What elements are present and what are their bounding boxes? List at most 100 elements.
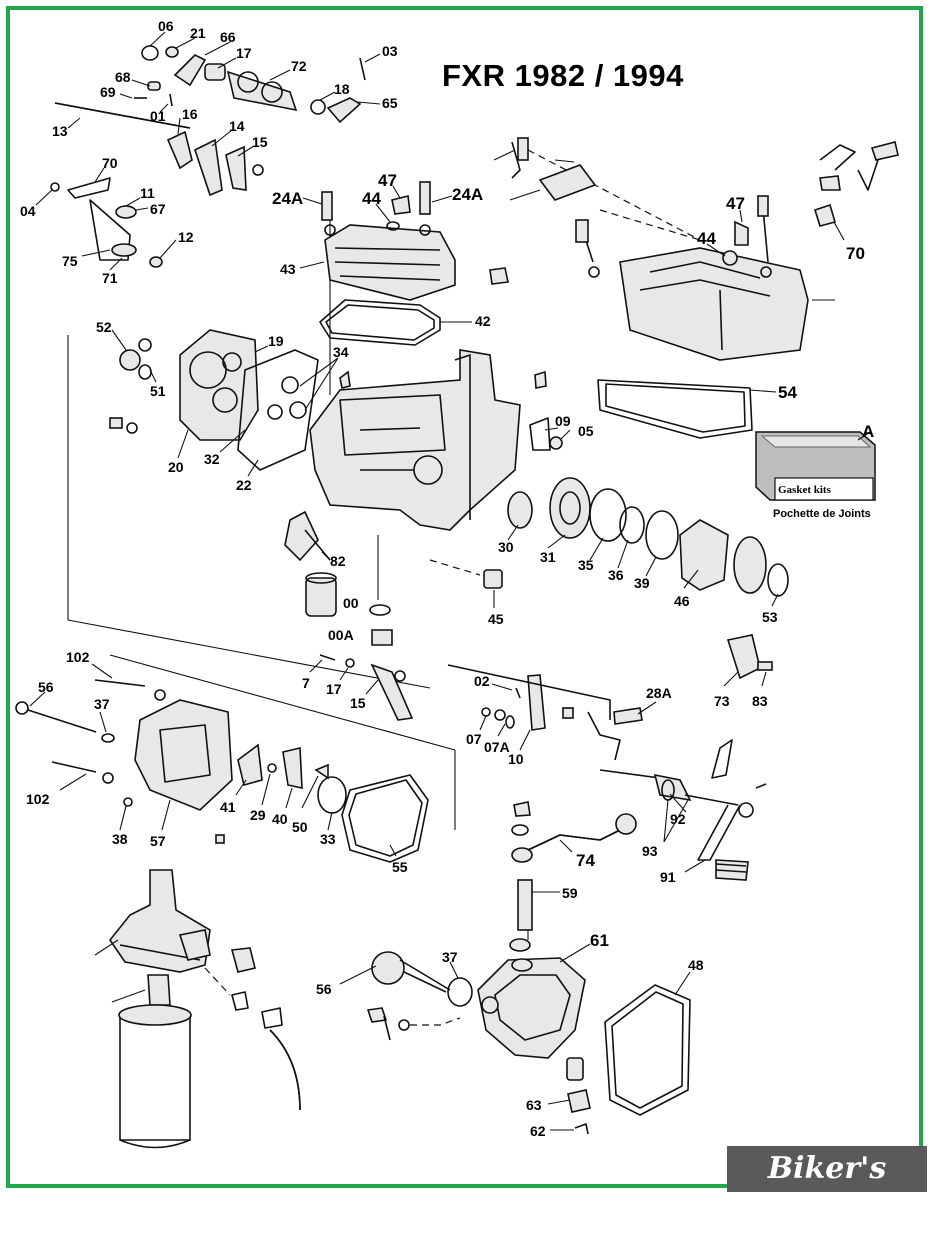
part-label: 66 [220,29,236,45]
part-label: 32 [204,451,220,467]
part-label: 42 [475,313,491,329]
part-label: 70 [102,155,118,171]
part-label: 102 [66,649,90,665]
part-label: 62 [530,1123,546,1139]
part-label: 67 [150,201,166,217]
part-label: 44 [362,189,381,208]
main-case [309,181,547,576]
part-label: 46 [674,593,690,609]
part-label: 21 [190,25,206,41]
part-label: 51 [150,383,166,399]
part-labels: 06 21 66 17 72 03 68 69 18 65 01 16 13 1… [20,18,874,1139]
part-label: 75 [62,253,78,269]
part-label: 24A [272,189,303,208]
part-label: 22 [236,477,252,493]
part-label: 20 [168,459,184,475]
main-drive-gear-stack [483,417,789,597]
part-label: 35 [578,557,594,573]
part-label: 39 [634,575,650,591]
diagram-title: FXR 1982 / 1994 [442,58,684,93]
part-label: 73 [714,693,730,709]
part-label: 47 [726,194,745,213]
part-label: 13 [52,123,68,139]
shifter-linkage [447,634,773,940]
top-cover-late [511,137,899,439]
part-label: 41 [220,799,236,815]
gasket-kit-caption: Pochette de Joints [773,508,871,520]
part-label: 28A [646,685,672,701]
part-label: 70 [846,244,865,263]
part-label: 74 [576,851,595,870]
part-label: 38 [112,831,128,847]
part-label: 44 [697,229,716,248]
leader-lines [29,31,845,1131]
exploded-parts-diagram: 06 21 66 17 72 03 68 69 18 65 01 16 13 1… [15,18,899,1149]
part-label: 05 [578,423,594,439]
part-label: 16 [182,106,198,122]
gasket-kit-box [755,431,876,501]
side-cover [67,329,431,689]
part-label: 33 [320,831,336,847]
part-label: 37 [94,696,110,712]
part-label: 36 [608,567,624,583]
gasket-kit-letter: A [862,422,874,441]
part-label: 54 [778,383,797,402]
part-label: 83 [752,693,768,709]
part-label: 56 [316,981,332,997]
part-label: 17 [326,681,342,697]
part-label: 12 [178,229,194,245]
part-label: 02 [474,673,490,689]
part-label: 19 [268,333,284,349]
part-label: 52 [96,319,112,335]
part-label: 63 [526,1097,542,1113]
part-label: 03 [382,43,398,59]
part-label: 18 [334,81,350,97]
part-label: 06 [158,18,174,34]
part-label: 93 [642,843,658,859]
oil-filter-assembly [109,869,301,1149]
diagram-frame [6,6,923,1188]
part-label: 45 [488,611,504,627]
part-label: 17 [236,45,252,61]
part-label: 55 [392,859,408,875]
inspection-cover-assembly [366,938,691,1135]
part-label: 04 [20,203,36,219]
gasket-kit-box-label: Gasket kits [778,484,831,496]
part-label: 72 [291,58,307,74]
part-label: 68 [115,69,131,85]
part-label: 65 [382,95,398,111]
part-label: 47 [378,171,397,190]
part-label: 92 [670,811,686,827]
part-label: 102 [26,791,50,807]
part-label: 50 [292,819,308,835]
part-label: 24A [452,185,483,204]
part-label: 37 [442,949,458,965]
part-label: 00 [343,595,359,611]
part-label: 59 [562,885,578,901]
part-label: 09 [555,413,571,429]
part-label: 40 [272,811,288,827]
part-label: 29 [250,807,266,823]
part-label: 10 [508,751,524,767]
part-label: 31 [540,549,556,565]
part-label: 7 [302,675,310,691]
part-label: 56 [38,679,54,695]
part-label: 01 [150,108,166,124]
part-label: 53 [762,609,778,625]
part-label: 91 [660,869,676,885]
shifter-drum-assembly [50,45,366,268]
part-label: 71 [102,270,118,286]
part-label: 48 [688,957,704,973]
part-label: 69 [100,84,116,100]
outer-cover [15,654,456,863]
part-label: 15 [252,134,268,150]
part-label: 11 [140,185,155,201]
part-label: 30 [498,539,514,555]
part-label: 61 [590,931,609,950]
part-label: 57 [150,833,166,849]
part-label: 07A [484,739,510,755]
part-label: 43 [280,261,296,277]
center-lower-parts [284,510,414,721]
brand-logo: Biker's Store [727,1146,927,1232]
part-label: 82 [330,553,346,569]
